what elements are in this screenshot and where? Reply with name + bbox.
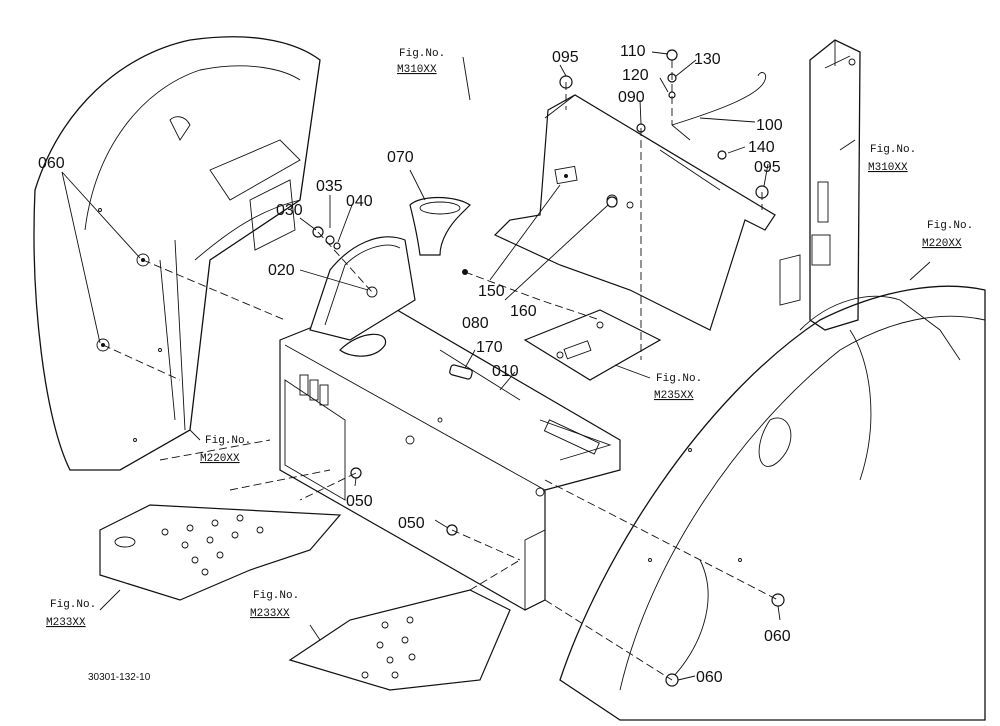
- part-label-095: 095: [552, 49, 579, 66]
- part-label-120: 120: [622, 67, 649, 84]
- fig-ref-label: Fig.No.: [50, 599, 96, 611]
- fig-ref-code-m235: M235XX: [654, 390, 694, 402]
- part-labels: 060 035 040 030 020 070 095 110 130 120 …: [38, 43, 791, 686]
- part-label-170: 170: [476, 339, 503, 356]
- part-label-100: 100: [756, 117, 783, 134]
- part-label-150: 150: [478, 283, 505, 300]
- fig-ref-code-m220-left: M220XX: [200, 453, 240, 465]
- right-column: [779, 39, 861, 331]
- fig-ref-label: Fig.No.: [399, 48, 445, 60]
- leader-lines: [61, 51, 931, 681]
- main-frame: [279, 299, 621, 611]
- part-label-095-right: 095: [754, 159, 781, 176]
- assembly-lines: [102, 60, 779, 681]
- part-label-035: 035: [316, 178, 343, 195]
- fig-ref-code-m233-left: M233XX: [46, 617, 86, 629]
- part-label-040: 040: [346, 193, 373, 210]
- fig-ref-code-m310-top: M310XX: [397, 64, 437, 76]
- rear-panel: [493, 94, 776, 331]
- fig-ref-label: Fig.No.: [927, 220, 973, 232]
- fasteners: [312, 49, 785, 687]
- part-label-060: 060: [38, 155, 65, 172]
- figure-references: Fig.No. M310XX Fig.No. M310XX Fig.No. M2…: [46, 48, 973, 629]
- part-label-060-bottom: 060: [696, 669, 723, 686]
- part-label-140: 140: [748, 139, 775, 156]
- part-label-050-low: 050: [398, 515, 425, 532]
- fig-ref-label: Fig.No.: [205, 435, 251, 447]
- part-label-020: 020: [268, 262, 295, 279]
- part-label-060-right: 060: [764, 628, 791, 645]
- part-label-050: 050: [346, 493, 373, 510]
- step-plate-center: [288, 589, 511, 691]
- part-label-010: 010: [492, 363, 519, 380]
- fig-ref-code-m220-right: M220XX: [922, 238, 962, 250]
- fig-ref-label: Fig.No.: [870, 144, 916, 156]
- part-label-160: 160: [510, 303, 537, 320]
- drawing-code: 30301-132-10: [88, 672, 151, 683]
- left-fender: [33, 36, 321, 471]
- fig-ref-code-m310-right: M310XX: [868, 162, 908, 174]
- part-label-090: 090: [618, 89, 645, 106]
- part-label-070: 070: [387, 149, 414, 166]
- fig-ref-code-m233-center: M233XX: [250, 608, 290, 620]
- cup-holder: [409, 196, 471, 256]
- step-plate-left: [99, 504, 342, 601]
- part-label-080: 080: [462, 315, 489, 332]
- part-label-110: 110: [620, 43, 646, 60]
- part-label-130: 130: [694, 51, 721, 68]
- fig-ref-label: Fig.No.: [253, 590, 299, 602]
- part-label-030: 030: [276, 202, 303, 219]
- floor-plate-right: [523, 309, 662, 381]
- fig-ref-label: Fig.No.: [656, 373, 702, 385]
- right-fender: [559, 285, 986, 721]
